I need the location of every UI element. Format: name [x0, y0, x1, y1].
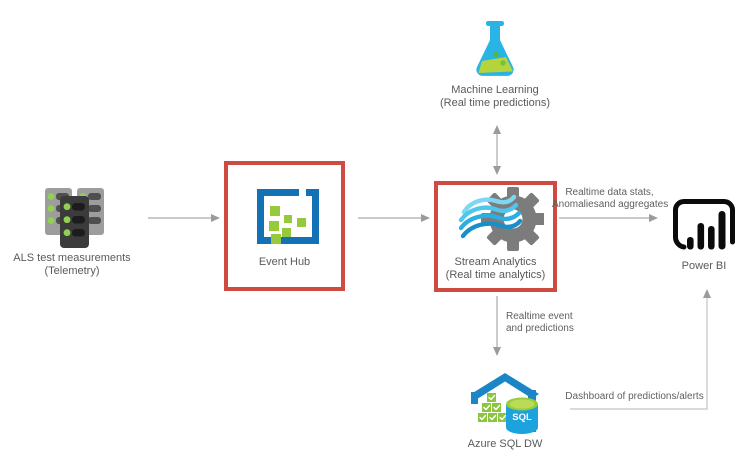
azure-sql-dw-label-line1: Azure SQL DW	[467, 438, 543, 450]
arrowhead-right-icon	[649, 214, 658, 222]
sql-badge-text: SQL	[512, 412, 532, 423]
servers-icon	[45, 188, 104, 248]
telemetry-label: ALS test measurements (Telemetry)	[2, 252, 142, 278]
power-bi-label-line1: Power BI	[681, 260, 727, 272]
stream-analytics-label: Stream Analytics (Real time analytics)	[434, 256, 557, 281]
edge-label-stream-to-powerbi-line1: Realtime data stats,	[565, 187, 654, 198]
machine-learning-flask-icon	[476, 21, 514, 76]
edge-label-stream-to-powerbi-line2: Anomaliesand aggregates	[552, 198, 669, 210]
azure-sql-dw-label: Azure SQL DW	[445, 438, 565, 451]
arrowhead-right-icon	[211, 214, 220, 222]
highlight-box-event-hub	[224, 161, 345, 291]
telemetry-label-line1: ALS test measurements	[13, 252, 131, 264]
edge-label-sqldw-to-powerbi: Dashboard of predictions/alerts	[562, 391, 707, 403]
arrowhead-down-icon	[493, 347, 501, 356]
machine-learning-label-line2: (Real time predictions)	[439, 97, 551, 109]
connector-sqldw-to-powerbi	[570, 297, 708, 410]
machine-learning-label: Machine Learning (Real time predictions)	[420, 84, 570, 110]
arrowhead-right-icon	[421, 214, 430, 222]
edge-label-stream-to-sqldw-line1: Realtime event	[506, 311, 573, 322]
arrowhead-up-icon	[703, 289, 711, 298]
stream-analytics-label-line1: Stream Analytics	[454, 256, 537, 268]
edge-label-sqldw-to-powerbi-line1: Dashboard of predictions/alerts	[565, 391, 704, 402]
highlight-box-stream-analytics	[434, 181, 557, 292]
event-hub-label: Event Hub	[224, 256, 345, 269]
edge-label-stream-to-powerbi: Realtime data stats, Anomaliesand aggreg…	[552, 187, 669, 210]
power-bi-label: Power BI	[654, 260, 754, 273]
power-bi-icon	[672, 199, 735, 250]
event-hub-icon	[257, 189, 319, 244]
azure-sql-dw-icon: SQL	[471, 373, 539, 434]
event-hub-label-line1: Event Hub	[258, 256, 311, 268]
arrowhead-down-icon	[493, 166, 501, 175]
telemetry-label-line2: (Telemetry)	[44, 265, 100, 277]
stream-analytics-label-line2: (Real time analytics)	[445, 268, 546, 281]
arrowhead-up-icon	[493, 125, 501, 134]
edge-label-stream-to-sqldw: Realtime event and predictions	[506, 311, 596, 334]
machine-learning-label-line1: Machine Learning	[451, 84, 539, 96]
stream-analytics-icon	[458, 187, 544, 251]
edge-label-stream-to-sqldw-line2: and predictions	[506, 322, 574, 334]
